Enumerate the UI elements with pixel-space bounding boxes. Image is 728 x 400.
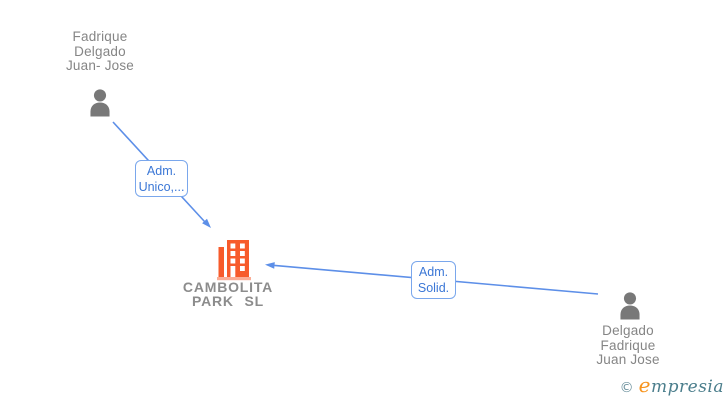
person-icon	[90, 89, 110, 117]
person-icon	[620, 292, 640, 320]
edge-label-line: Adm.	[418, 265, 449, 279]
edge-label-adm-unico[interactable]: Adm. Unico,...	[135, 160, 188, 197]
company-name-line: CAMBOLITA	[182, 279, 274, 295]
company-node-cambolita-park[interactable]	[217, 240, 251, 281]
empresia-logo[interactable]: © empresia	[620, 373, 724, 397]
person-node-fadrique-delgado[interactable]	[87, 88, 113, 123]
company-name-line: PARK SL	[191, 292, 264, 309]
person-name-line: Fadrique	[72, 29, 128, 44]
edge-label-line: Unico,...	[138, 179, 185, 194]
person-node-label-delgado-fadrique[interactable]: Delgado Fadrique Juan Jose	[568, 323, 688, 368]
person-node-delgado-fadrique[interactable]	[617, 291, 643, 326]
person-name-line: Fadrique	[600, 337, 656, 353]
edge-label-line: Solid.	[417, 281, 450, 295]
arrowhead-to-company-1	[202, 218, 211, 228]
brand-rest: mpresia	[651, 377, 724, 397]
person-name-line: Juan Jose	[596, 352, 660, 367]
brand-initial: e	[638, 373, 651, 397]
company-node-label[interactable]: CAMBOLITA PARK SL	[168, 279, 288, 309]
edge-label-line: Adm.	[146, 163, 177, 178]
person-node-label-fadrique-delgado[interactable]: Fadrique Delgado Juan- Jose	[40, 29, 160, 74]
person-name-line: Delgado	[74, 43, 126, 59]
person-name-line: Delgado	[602, 323, 654, 338]
person-name-line: Juan- Jose	[65, 58, 135, 73]
empresia-brand-text: empresia	[639, 373, 724, 397]
copyright-icon: ©	[619, 380, 634, 396]
company-building-icon	[217, 240, 251, 281]
edge-label-adm-solid[interactable]: Adm. Solid.	[411, 261, 456, 299]
arrowhead-to-company-2	[265, 262, 275, 269]
